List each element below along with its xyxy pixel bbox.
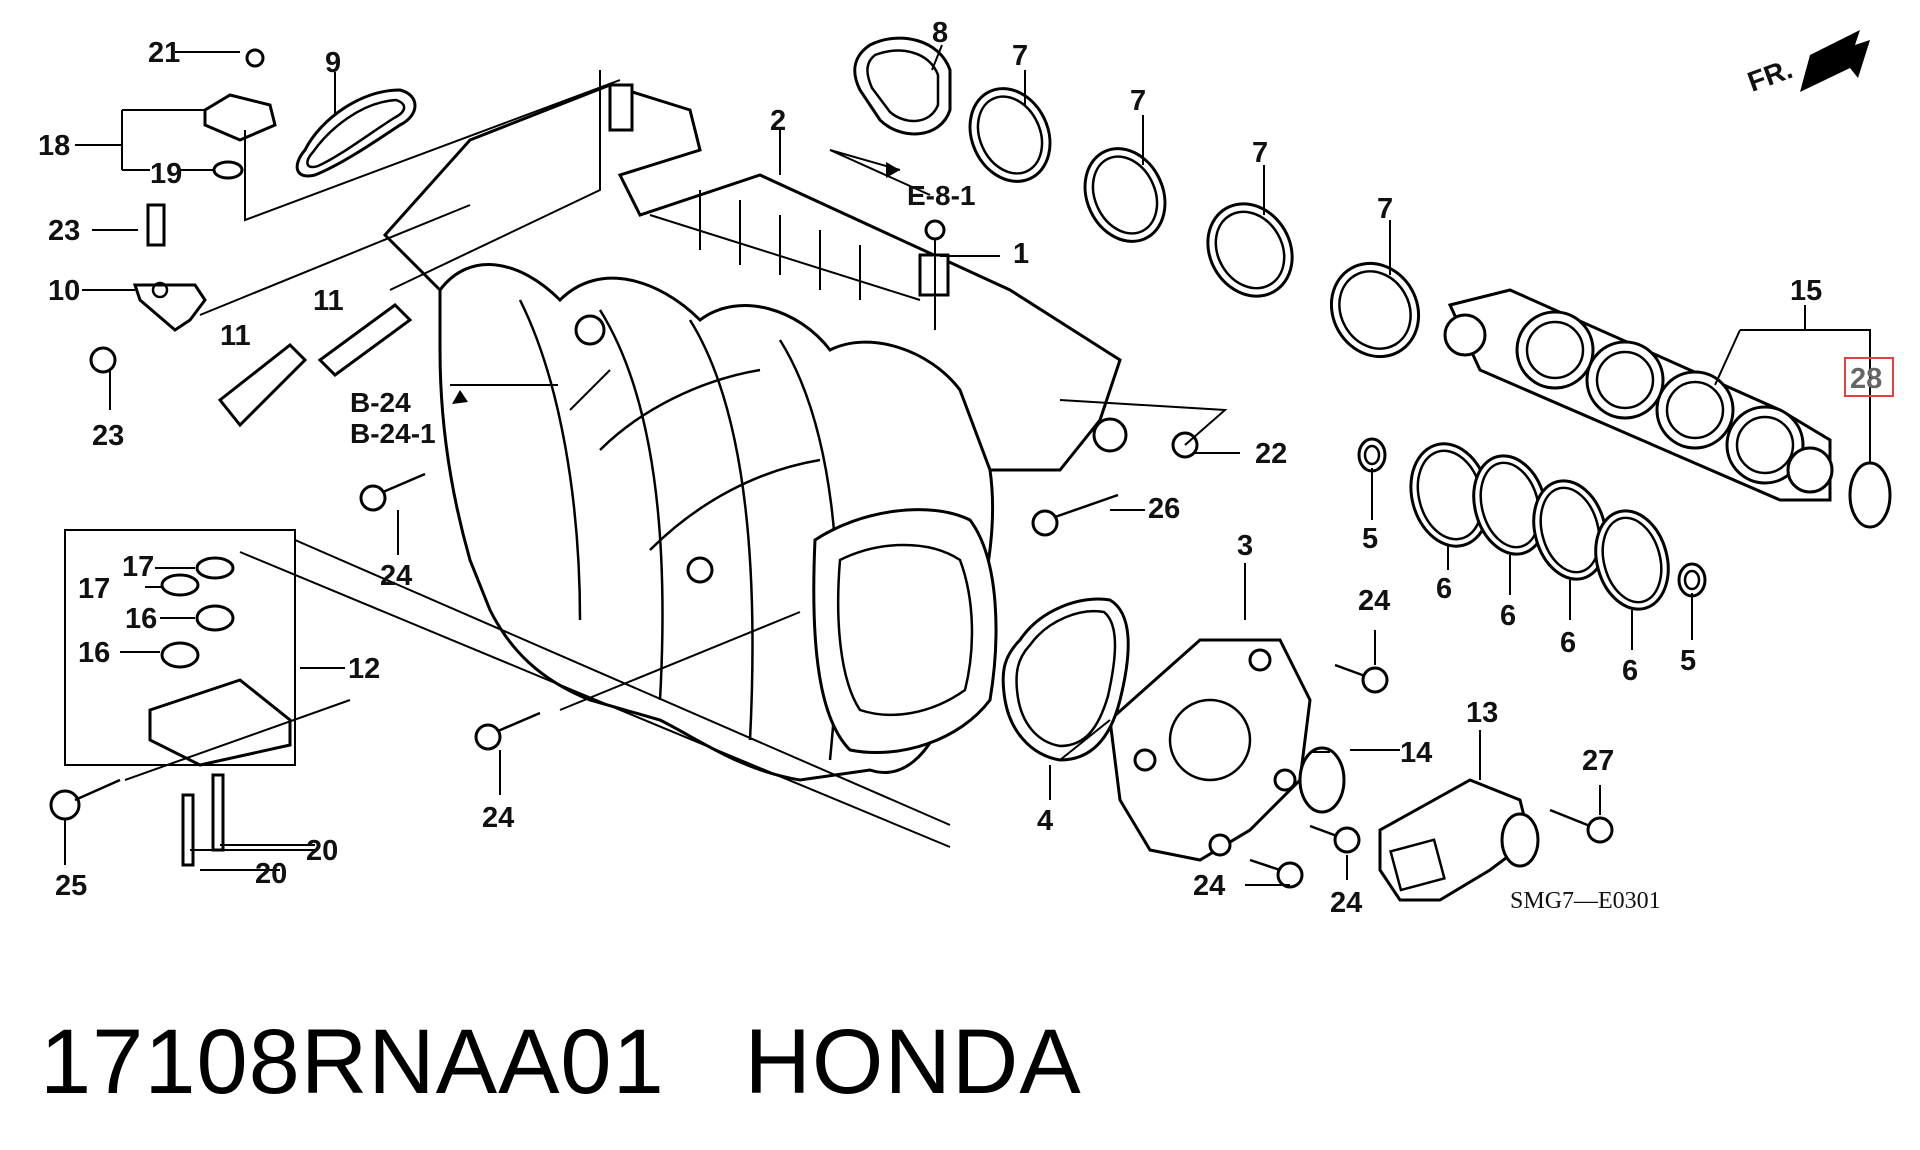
callout-3: 3 (1237, 530, 1253, 562)
part-number: 17108RNAA01 (40, 1011, 665, 1113)
o-rings-6 (1409, 442, 1670, 611)
callout-6c: 6 (1560, 627, 1576, 659)
diagram-code: SMG7—E0301 (1510, 888, 1661, 914)
callout-7a: 7 (1012, 40, 1028, 72)
callout-7d: 7 (1377, 193, 1393, 225)
callout-7b: 7 (1130, 85, 1146, 117)
callout-7c: 7 (1252, 137, 1268, 169)
o-ring-28 (1848, 461, 1892, 529)
part-caption: 17108RNAA01 HONDA (40, 1010, 1082, 1115)
callout-23b: 23 (92, 420, 124, 452)
callout-20b: 20 (255, 858, 287, 890)
callout-16b: 16 (78, 637, 110, 669)
callout-15: 15 (1790, 275, 1822, 307)
callout-6b: 6 (1500, 600, 1516, 632)
callout-11a: 11 (220, 320, 251, 352)
callout-5a: 5 (1362, 523, 1378, 555)
port-gaskets-upper (853, 36, 1421, 359)
callout-labels: 1 2 3 4 5 5 6 6 6 6 7 7 7 7 7 8 9 10 11 … (38, 17, 1822, 919)
callout-16a: 16 (125, 603, 157, 635)
callout-20a: 20 (306, 835, 338, 867)
callout-18: 18 (38, 130, 70, 162)
map-sensor-18 (203, 48, 277, 180)
callout-21: 21 (148, 37, 180, 69)
runner-control-assembly-15 (1443, 288, 1834, 502)
callout-4: 4 (1037, 805, 1053, 837)
gasket-4 (1001, 597, 1130, 762)
reference-b-24[interactable]: B-24 (350, 387, 411, 418)
callout-24c: 24 (1358, 585, 1390, 617)
callout-25: 25 (55, 870, 87, 902)
callout-14: 14 (1400, 737, 1432, 769)
leader-lines (64, 44, 1871, 886)
bolts-and-studs (49, 219, 1614, 889)
reference-labels: E-8-1 B-24 B-24-1 (350, 180, 975, 449)
reference-b-24-1[interactable]: B-24-1 (350, 418, 436, 449)
callout-6a: 6 (1436, 573, 1452, 605)
callout-28: 28 (1850, 363, 1882, 395)
intake-manifold (382, 83, 1128, 782)
throttle-flange-3 (1108, 638, 1312, 862)
callout-19: 19 (150, 158, 182, 190)
reference-arrows (452, 162, 900, 404)
water-pipe-13 (1378, 778, 1540, 902)
callout-5b: 5 (1680, 645, 1696, 677)
callout-17b: 17 (78, 573, 110, 605)
callout-22: 22 (1255, 438, 1287, 470)
callout-26: 26 (1148, 493, 1180, 525)
brand-name: HONDA (744, 1011, 1082, 1113)
callout-8: 8 (932, 17, 948, 49)
bracket-kit-12 (64, 529, 296, 767)
callout-24b: 24 (482, 802, 514, 834)
callout-23a: 23 (48, 215, 80, 247)
brackets-11 (217, 303, 413, 428)
callout-24a: 24 (380, 560, 412, 592)
callout-9: 9 (325, 47, 341, 79)
callout-27: 27 (1582, 745, 1614, 777)
front-direction-arrow: FR. (1743, 30, 1870, 98)
callout-24d: 24 (1193, 870, 1225, 902)
o-ring-14 (1298, 746, 1346, 814)
callout-13: 13 (1466, 697, 1498, 729)
reference-e-8-1[interactable]: E-8-1 (907, 180, 975, 211)
callout-10: 10 (48, 275, 80, 307)
highlighted-callout-28[interactable]: 28 (1844, 357, 1894, 397)
front-label: FR. (1743, 53, 1796, 98)
gasket-9 (295, 88, 417, 178)
callout-11b: 11 (313, 285, 344, 317)
callout-17a: 17 (122, 551, 154, 583)
bracket-10 (89, 203, 207, 374)
callout-24e: 24 (1330, 887, 1362, 919)
callout-6d: 6 (1622, 655, 1638, 687)
callout-2: 2 (770, 105, 786, 137)
callout-1: 1 (1013, 238, 1029, 270)
callout-12: 12 (348, 653, 380, 685)
